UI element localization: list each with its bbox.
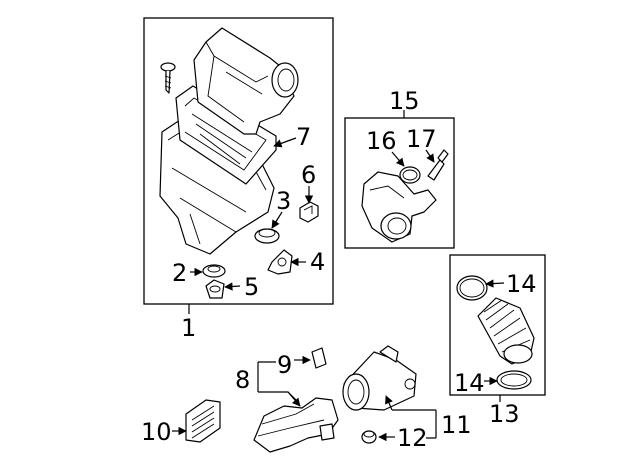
callout-9: 9 xyxy=(277,351,292,379)
clip-part-9 xyxy=(311,347,327,369)
callout-15: 15 xyxy=(389,87,420,115)
air-cleaner-upper-cover xyxy=(193,27,299,135)
arrow-16 xyxy=(391,151,405,167)
callout-1: 1 xyxy=(181,314,196,342)
callout-13: 13 xyxy=(489,400,520,428)
arrow-17 xyxy=(425,149,435,163)
hose-clamp-upper xyxy=(456,275,488,301)
arrow-7 xyxy=(273,137,297,148)
callout-3: 3 xyxy=(276,187,291,215)
intake-hose-bellows xyxy=(477,297,535,365)
arrow-8 xyxy=(287,391,301,407)
group-1-box xyxy=(143,17,334,305)
callout-14-lower: 14 xyxy=(454,369,485,397)
callout-8: 8 xyxy=(235,366,250,394)
group-13-box xyxy=(449,254,546,396)
o-ring-part-16 xyxy=(399,166,421,184)
hose-clamp-lower xyxy=(496,370,532,390)
mounting-screw xyxy=(160,62,176,94)
arrow-3 xyxy=(271,211,283,229)
callout-12: 12 xyxy=(397,424,428,452)
callout-6: 6 xyxy=(301,161,316,189)
callout-10: 10 xyxy=(141,418,172,446)
grille-part-10 xyxy=(185,399,221,443)
air-duct-part-8 xyxy=(253,397,339,453)
callout-5: 5 xyxy=(244,273,259,301)
clip-part-6 xyxy=(299,201,319,223)
callout-14-upper: 14 xyxy=(506,270,537,298)
group-15-box xyxy=(344,117,455,249)
grommet-part-5 xyxy=(205,279,225,299)
grommet-part-12 xyxy=(361,430,377,444)
arrow-14-upper xyxy=(485,279,505,288)
callout-7: 7 xyxy=(296,123,311,151)
bracket-part-4 xyxy=(267,249,293,275)
callout-17: 17 xyxy=(406,125,437,153)
sensor-part-17 xyxy=(427,149,449,181)
grommet-part-3 xyxy=(254,228,280,244)
arrow-5 xyxy=(224,282,241,291)
callout-2: 2 xyxy=(172,259,187,287)
resonator-part-11 xyxy=(342,345,417,411)
callout-16: 16 xyxy=(366,127,397,155)
callout-4: 4 xyxy=(310,248,325,276)
bracket-11 xyxy=(392,409,437,439)
throttle-adapter xyxy=(361,171,437,243)
callout-11: 11 xyxy=(441,411,472,439)
arrow-11 xyxy=(385,395,393,411)
air-filter-element xyxy=(175,85,277,185)
grommet-part-2 xyxy=(202,264,226,278)
